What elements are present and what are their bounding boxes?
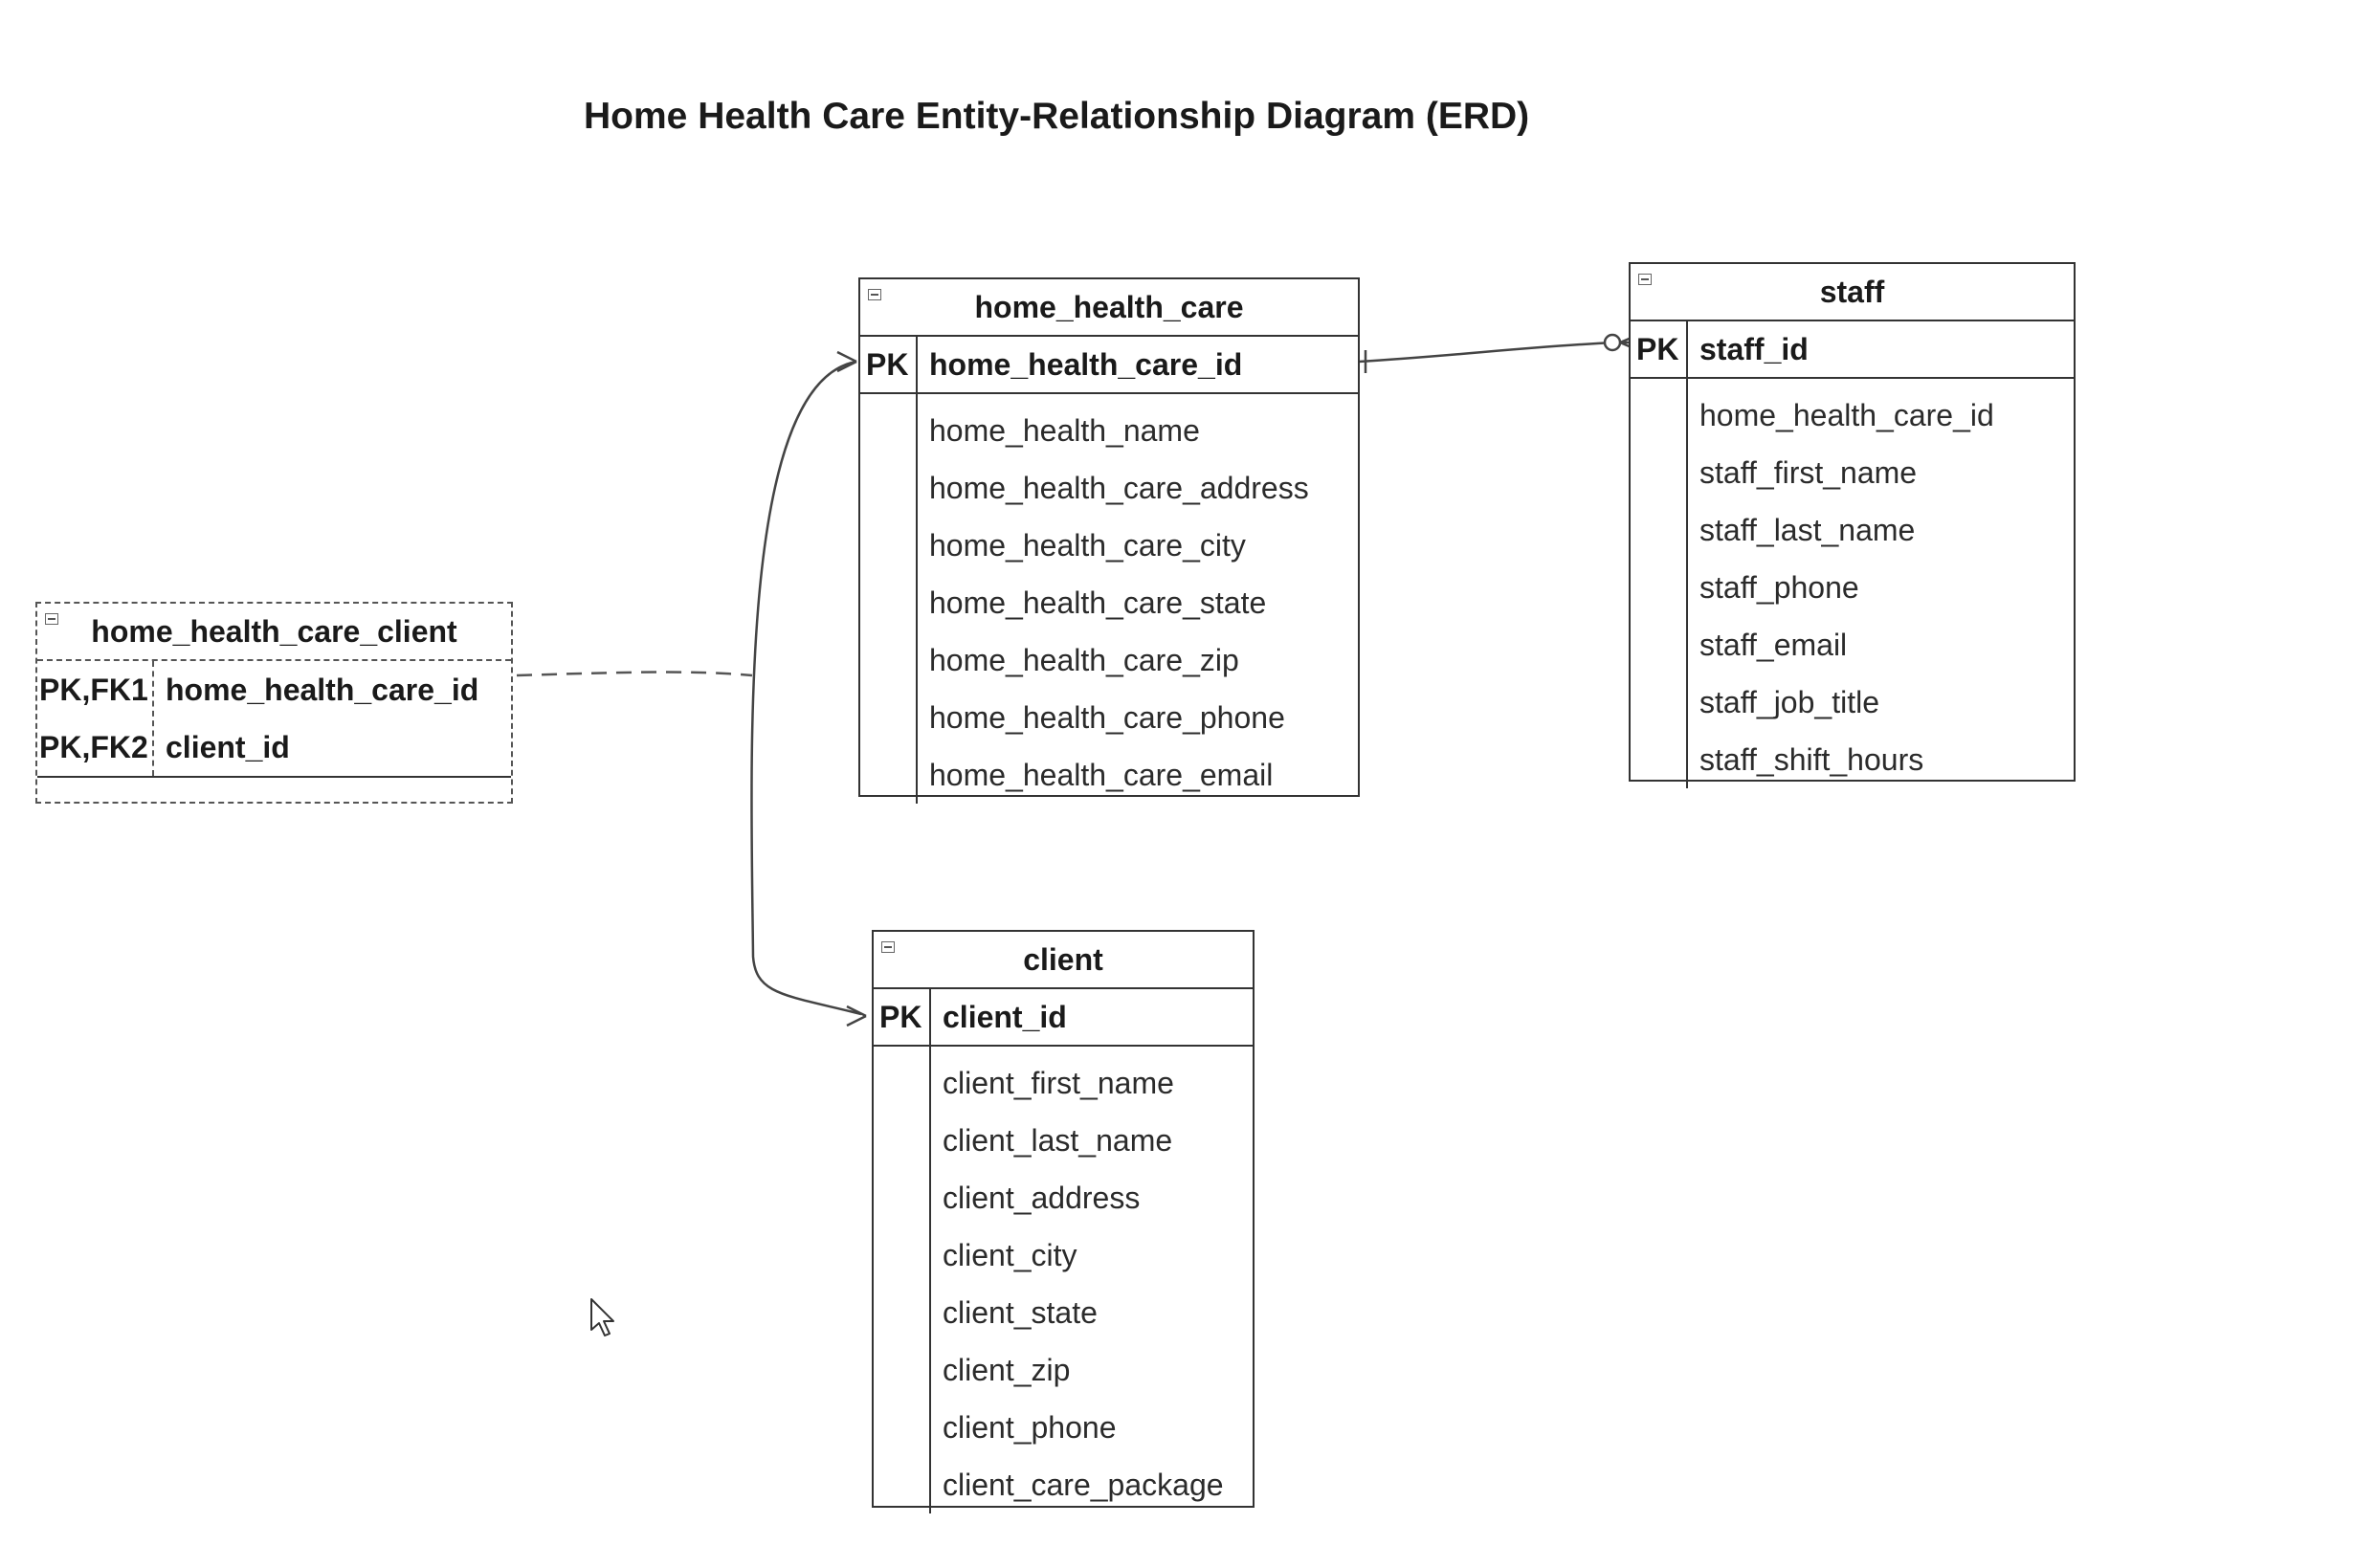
attribute-row[interactable]: client_state xyxy=(874,1284,1253,1341)
attribute-name: client_address xyxy=(943,1180,1141,1215)
key-label: PK,FK2 xyxy=(39,729,148,764)
crowfoot-client xyxy=(846,1005,867,1027)
entity-name: staff xyxy=(1819,274,1885,309)
entity-name: home_health_care xyxy=(974,289,1244,324)
attribute-row[interactable]: home_health_name xyxy=(860,402,1358,459)
key-row[interactable]: PK,FK1 home_health_care_id xyxy=(37,661,511,718)
attribute-row[interactable]: home_health_care_zip xyxy=(860,631,1358,689)
collapse-icon[interactable] xyxy=(1638,274,1652,285)
attribute-name: client_zip xyxy=(943,1352,1071,1387)
attribute-name: staff_email xyxy=(1699,627,1848,662)
attribute-name: staff_first_name xyxy=(1699,454,1918,490)
attribute-name: home_health_care_email xyxy=(929,757,1274,792)
primary-key-row[interactable]: PK client_id xyxy=(874,989,1253,1047)
attribute-row[interactable]: staff_first_name xyxy=(1631,444,2074,501)
attribute-row[interactable]: staff_email xyxy=(1631,616,2074,674)
attribute-row[interactable]: staff_job_title xyxy=(1631,674,2074,731)
attribute-row[interactable]: client_city xyxy=(874,1226,1253,1284)
attribute-row[interactable]: staff_last_name xyxy=(1631,501,2074,559)
entity-name: client xyxy=(1023,941,1103,977)
pk-field: home_health_care_id xyxy=(929,346,1243,382)
entity-home-health-care[interactable]: home_health_care PK home_health_care_id … xyxy=(858,277,1360,804)
primary-key-row[interactable]: PK staff_id xyxy=(1631,321,2074,379)
key-field: home_health_care_id xyxy=(166,672,479,707)
attribute-name: home_health_care_address xyxy=(929,470,1309,505)
attribute-row[interactable]: home_health_care_id xyxy=(1631,386,2074,444)
pk-field: staff_id xyxy=(1699,331,1809,366)
mouse-cursor-icon xyxy=(590,1298,614,1336)
page-title: Home Health Care Entity-Relationship Dia… xyxy=(584,96,1530,137)
key-label: PK,FK1 xyxy=(39,672,148,707)
attribute-name: client_phone xyxy=(943,1409,1117,1445)
attribute-row[interactable]: home_health_care_city xyxy=(860,517,1358,574)
attribute-list: home_health_name home_health_care_address… xyxy=(860,394,1358,804)
collapse-icon[interactable] xyxy=(868,289,881,300)
collapse-icon[interactable] xyxy=(45,613,58,625)
key-row[interactable]: PK,FK2 client_id xyxy=(37,718,511,776)
connector-hhc-client xyxy=(750,360,862,1016)
attribute-name: home_health_care_phone xyxy=(929,699,1285,735)
attribute-row[interactable]: home_health_care_email xyxy=(860,746,1358,804)
attribute-row[interactable]: client_zip xyxy=(874,1341,1253,1399)
connector-junction xyxy=(516,671,753,677)
attribute-row[interactable]: home_health_care_state xyxy=(860,574,1358,631)
key-label: PK xyxy=(866,346,909,382)
attribute-name: client_last_name xyxy=(943,1122,1173,1158)
attribute-name: staff_job_title xyxy=(1699,684,1879,719)
entity-header[interactable]: staff xyxy=(1631,264,2074,321)
key-field: client_id xyxy=(166,729,290,764)
entity-name: home_health_care_client xyxy=(91,613,457,649)
entity-footer xyxy=(37,776,511,802)
entity-header[interactable]: client xyxy=(874,932,1253,989)
zero-marker-staff xyxy=(1603,333,1622,352)
pk-field: client_id xyxy=(943,999,1067,1034)
attribute-row[interactable]: client_address xyxy=(874,1169,1253,1226)
crowfoot-hhc xyxy=(836,350,857,373)
attribute-name: staff_last_name xyxy=(1699,512,1916,547)
entity-header[interactable]: home_health_care_client xyxy=(37,604,511,661)
attribute-row[interactable]: client_first_name xyxy=(874,1054,1253,1112)
entity-header[interactable]: home_health_care xyxy=(860,279,1358,337)
key-label: PK xyxy=(879,999,922,1034)
attribute-row[interactable]: home_health_care_address xyxy=(860,459,1358,517)
attribute-name: home_health_name xyxy=(929,412,1200,448)
attribute-name: home_health_care_state xyxy=(929,585,1267,620)
attribute-row[interactable]: staff_shift_hours xyxy=(1631,731,2074,788)
entity-home-health-care-client[interactable]: home_health_care_client PK,FK1 home_heal… xyxy=(35,602,513,804)
attribute-name: client_care_package xyxy=(943,1467,1224,1502)
attribute-name: client_city xyxy=(943,1237,1077,1272)
attribute-name: client_state xyxy=(943,1294,1098,1330)
attribute-name: home_health_care_zip xyxy=(929,642,1239,677)
key-label: PK xyxy=(1636,331,1679,366)
attribute-row[interactable]: staff_phone xyxy=(1631,559,2074,616)
attribute-row[interactable]: client_last_name xyxy=(874,1112,1253,1169)
primary-key-row[interactable]: PK home_health_care_id xyxy=(860,337,1358,394)
collapse-icon[interactable] xyxy=(881,941,895,953)
attribute-name: staff_phone xyxy=(1699,569,1859,605)
key-list: PK,FK1 home_health_care_id PK,FK2 client… xyxy=(37,661,511,776)
attribute-name: staff_shift_hours xyxy=(1699,741,1924,777)
connector-hhc-staff xyxy=(1358,341,1616,364)
attribute-name: client_first_name xyxy=(943,1065,1174,1100)
attribute-name: home_health_care_id xyxy=(1699,397,1994,432)
attribute-row[interactable]: client_phone xyxy=(874,1399,1253,1456)
attribute-row[interactable]: client_care_package xyxy=(874,1456,1253,1513)
attribute-list: client_first_name client_last_name client_… xyxy=(874,1047,1253,1513)
attribute-row[interactable]: home_health_care_phone xyxy=(860,689,1358,746)
attribute-name: home_health_care_city xyxy=(929,527,1246,563)
